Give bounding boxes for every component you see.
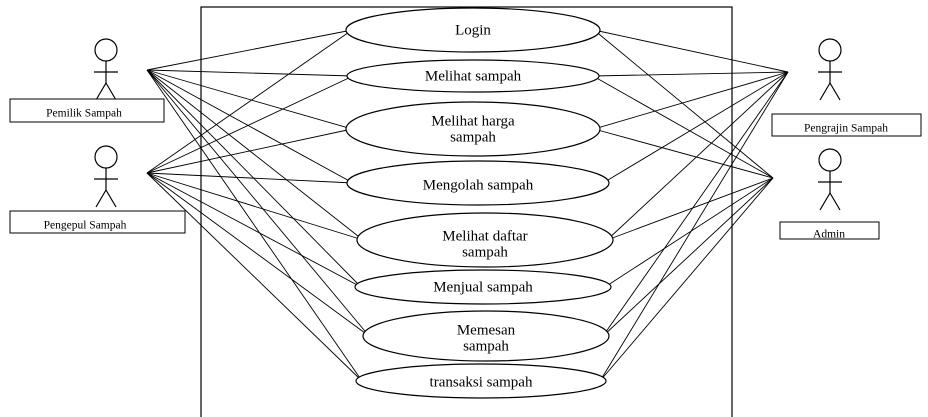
association-line — [604, 177, 774, 288]
stick-figure-icon — [818, 148, 842, 211]
actor-label-box — [9, 210, 186, 234]
actor-label: Pengrajin Sampah — [804, 123, 888, 135]
stick-figure-icon — [818, 38, 842, 101]
association-line — [146, 69, 354, 184]
association-line — [593, 29, 774, 179]
association-line — [599, 71, 789, 382]
actor-pengepul: Pengepul Sampah — [9, 145, 186, 234]
use-case-menjual: Menjual sampah — [354, 269, 612, 305]
use-case-ellipse — [346, 160, 610, 206]
association-line — [593, 29, 789, 73]
actor-label-box — [779, 221, 880, 240]
association-line — [592, 71, 789, 77]
association-line — [146, 75, 354, 174]
association-line — [602, 71, 789, 337]
use-case-label: sampah — [463, 338, 509, 354]
use-case-melihat-sampah: Melihat sampah — [346, 59, 600, 93]
association-line — [146, 172, 354, 184]
actor-label-box — [771, 113, 922, 137]
use-case-label: Melihat daftar — [442, 228, 527, 244]
actor-pemilik: Pemilik Sampah — [9, 38, 165, 123]
association-line — [146, 172, 370, 337]
association-line — [593, 128, 774, 179]
use-case-label: sampah — [450, 129, 496, 145]
association-line — [146, 29, 353, 71]
use-case-label: Memesan — [457, 322, 516, 338]
use-case-ellipse — [345, 7, 601, 53]
use-case-ellipse — [362, 310, 610, 362]
association-line — [602, 177, 774, 337]
use-case-label: sampah — [462, 244, 508, 260]
system-boundary — [200, 6, 733, 417]
use-case-mengolah: Mengolah sampah — [346, 160, 610, 206]
use-case-login: Login — [345, 7, 601, 53]
association-line — [146, 69, 354, 77]
stick-figure-icon — [94, 38, 118, 101]
association-lines — [146, 29, 789, 382]
association-line — [606, 177, 774, 241]
actor-label: Pemilik Sampah — [46, 108, 122, 120]
actor-admin: Admin — [779, 148, 880, 241]
use-case-label: Melihat harga — [431, 113, 515, 129]
use-case-label: Melihat sampah — [425, 68, 522, 84]
actor-label: Pengepul Sampah — [44, 220, 127, 232]
association-line — [146, 128, 353, 174]
use-case-label: Login — [455, 22, 491, 38]
use-case-ellipse — [356, 212, 614, 268]
use-case-ellipse — [346, 59, 600, 93]
association-line — [146, 172, 363, 382]
association-line — [602, 71, 789, 184]
association-line — [146, 69, 363, 382]
association-line — [146, 172, 362, 288]
use-case-ellipse — [345, 101, 601, 157]
association-line — [593, 71, 789, 130]
association-line — [599, 177, 774, 382]
stick-figure-icon — [94, 145, 118, 208]
association-line — [146, 172, 364, 241]
use-case-label: Mengolah sampah — [423, 177, 534, 193]
association-line — [592, 75, 774, 179]
actor-label-box — [9, 98, 165, 123]
use-case-ellipse — [354, 269, 612, 305]
use-case-ellipse — [355, 363, 607, 399]
use-case-label: transaksi sampah — [430, 374, 533, 390]
association-line — [146, 69, 364, 241]
use-case-transaksi: transaksi sampah — [355, 363, 607, 399]
association-line — [146, 69, 370, 337]
association-line — [146, 69, 353, 130]
association-line — [606, 71, 789, 241]
use-case-label: Menjual sampah — [433, 279, 533, 295]
actor-label: Admin — [813, 229, 845, 241]
association-line — [146, 29, 353, 174]
actor-pengrajin: Pengrajin Sampah — [771, 38, 922, 137]
